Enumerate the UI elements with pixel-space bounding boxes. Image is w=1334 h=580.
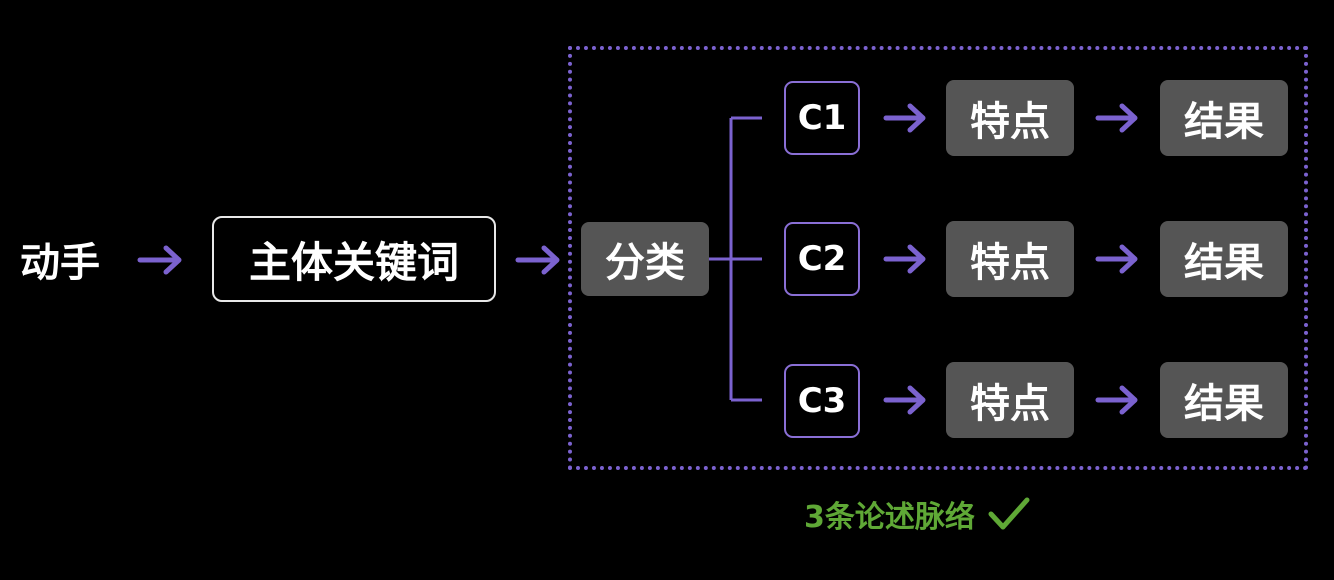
checkmark-icon — [988, 497, 1030, 530]
start-node: 动手 — [20, 240, 100, 286]
caption-text: 3条论述脉络 — [804, 500, 975, 535]
caption: 3条论述脉络 — [804, 488, 1031, 540]
classify-node: 分类 — [581, 222, 709, 296]
argument-group-frame — [568, 46, 1308, 470]
arrow-c2-feature-to-result — [1095, 244, 1138, 274]
category-node-c1: C1 — [784, 81, 860, 155]
keyword-node: 主体关键词 — [212, 216, 496, 302]
arrow-c3-to-feature — [883, 385, 926, 415]
result-node-c2: 结果 — [1160, 221, 1288, 297]
feature-node-c1: 特点 — [946, 80, 1074, 156]
arrow-start-to-keyword — [137, 245, 182, 275]
feature-node-c2: 特点 — [946, 221, 1074, 297]
arrow-c2-to-feature — [883, 244, 926, 274]
category-node-c3: C3 — [784, 364, 860, 438]
arrow-c1-to-feature — [883, 103, 926, 133]
result-node-c1: 结果 — [1160, 80, 1288, 156]
feature-node-c3: 特点 — [946, 362, 1074, 438]
arrow-c3-feature-to-result — [1095, 385, 1138, 415]
arrow-keyword-to-classify — [515, 245, 560, 275]
result-node-c3: 结果 — [1160, 362, 1288, 438]
arrow-c1-feature-to-result — [1095, 103, 1138, 133]
branch-bracket — [709, 116, 762, 402]
category-node-c2: C2 — [784, 222, 860, 296]
